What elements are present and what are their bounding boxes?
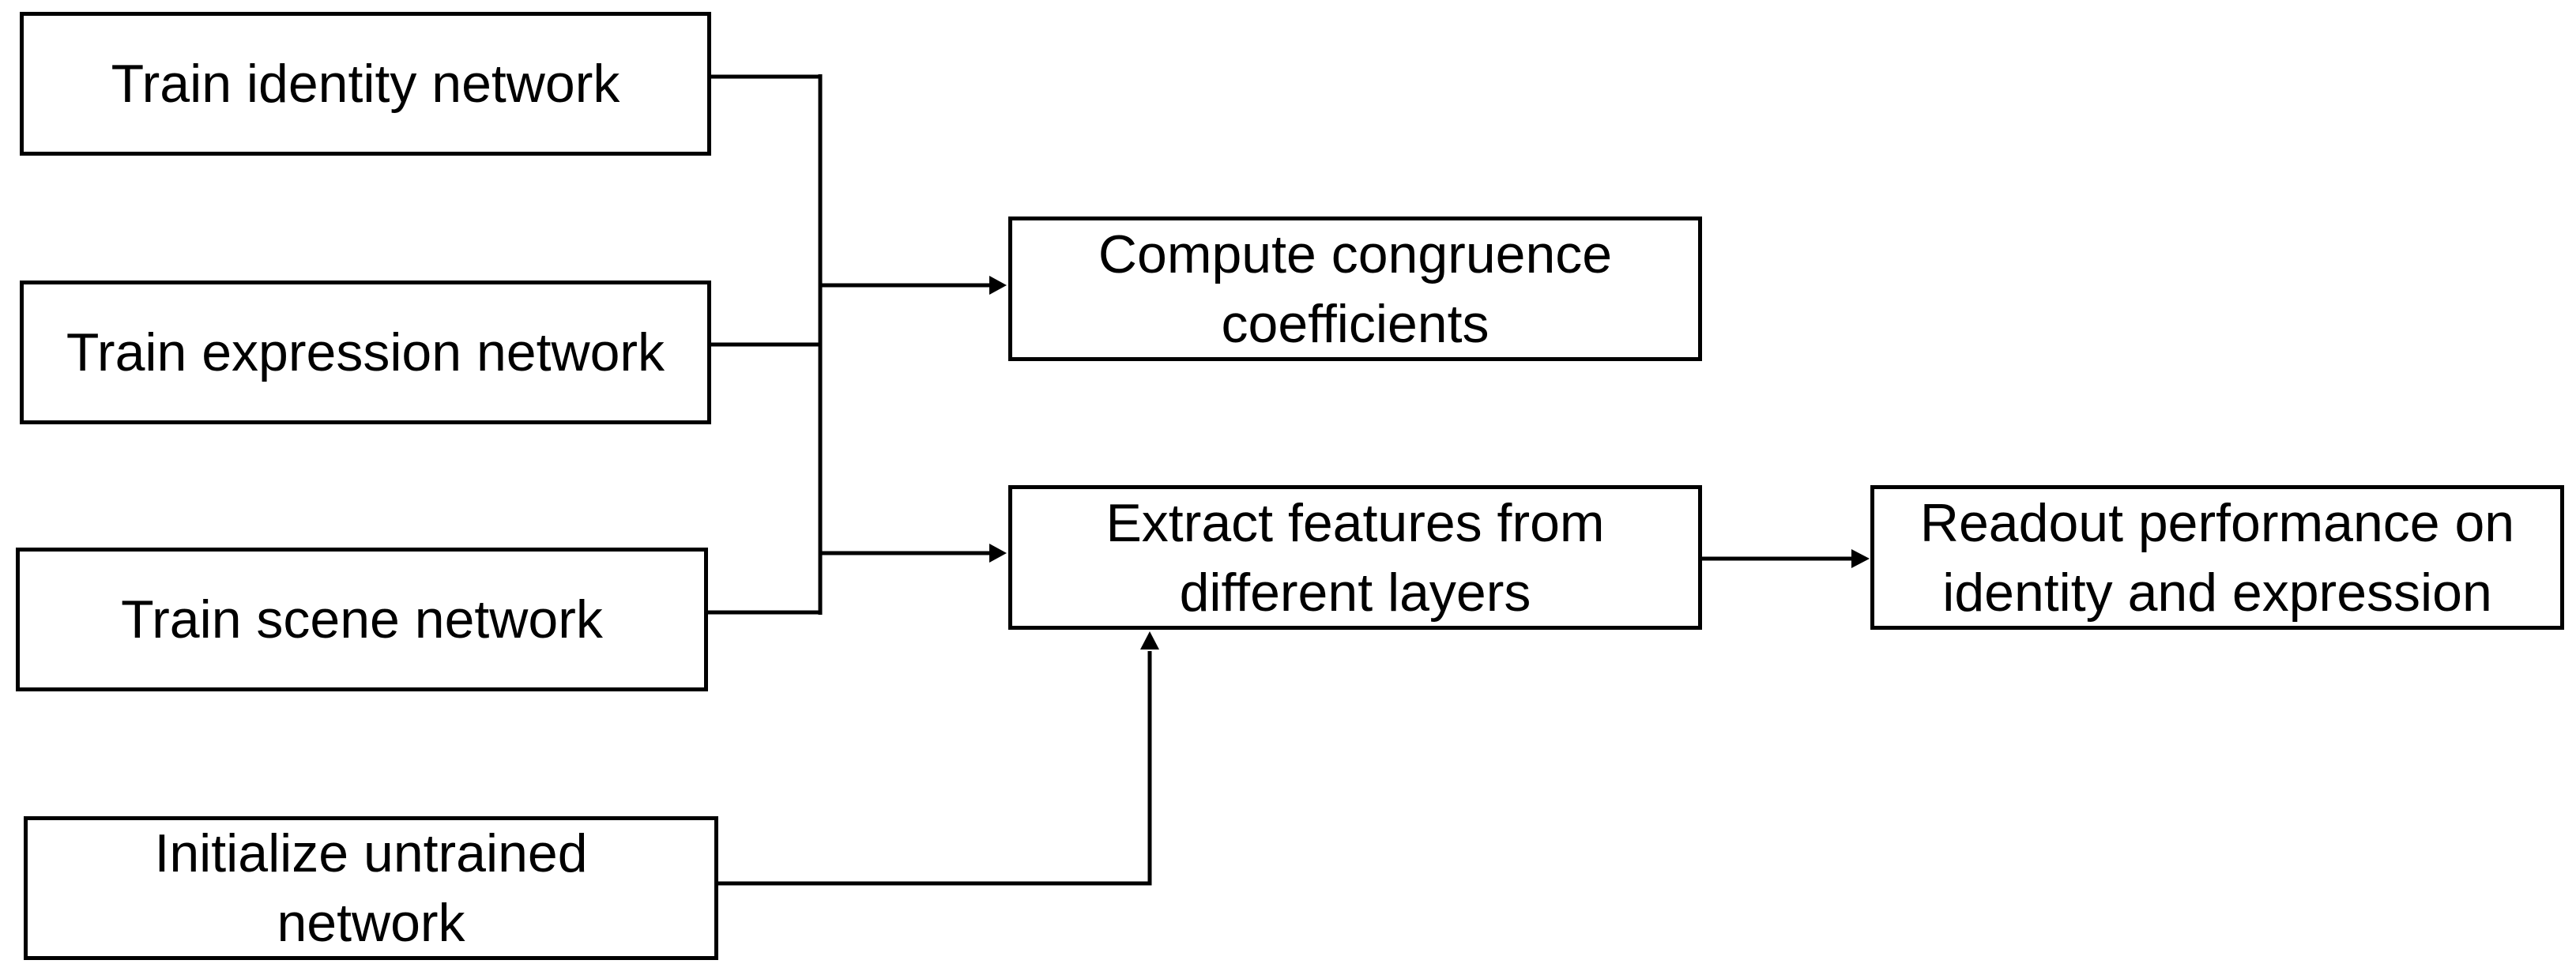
node-label-line-2: coefficients	[1221, 293, 1489, 354]
node-label-line-1: Train expression network	[66, 322, 665, 382]
node-train-identity-network: Train identity network	[20, 12, 711, 156]
node-train-expression-network: Train expression network	[20, 281, 711, 424]
node-label-line-2: identity and expression	[1942, 562, 2492, 623]
arrowhead-compute-congruence	[989, 276, 1007, 295]
arrowhead-extract-features-from-untrained	[1140, 631, 1159, 650]
node-label-line-2: different layers	[1179, 562, 1531, 623]
arrowhead-extract-features-from-bus	[989, 544, 1007, 563]
node-label-line-1: Train identity network	[111, 54, 620, 114]
node-initialize-untrained-network: Initialize untrained network	[24, 816, 718, 960]
node-extract-features-from-different-layers: Extract features from different layers	[1008, 485, 1702, 630]
node-label-line-1: Extract features from	[1105, 492, 1605, 553]
node-label-line-2: network	[277, 893, 465, 953]
arrowhead-readout-performance	[1851, 549, 1870, 568]
node-label-line-1: Readout performance on	[1919, 492, 2515, 553]
node-compute-congruence-coefficients: Compute congruence coefficients	[1008, 217, 1702, 361]
node-train-scene-network: Train scene network	[16, 548, 708, 691]
node-label-line-1: Initialize untrained	[154, 823, 588, 883]
node-label-line-1: Train scene network	[121, 589, 603, 650]
node-readout-performance: Readout performance on identity and expr…	[1870, 485, 2564, 630]
edge-initialize-untrained-to-extract-features	[717, 651, 1152, 886]
node-label-line-1: Compute congruence	[1098, 224, 1613, 284]
